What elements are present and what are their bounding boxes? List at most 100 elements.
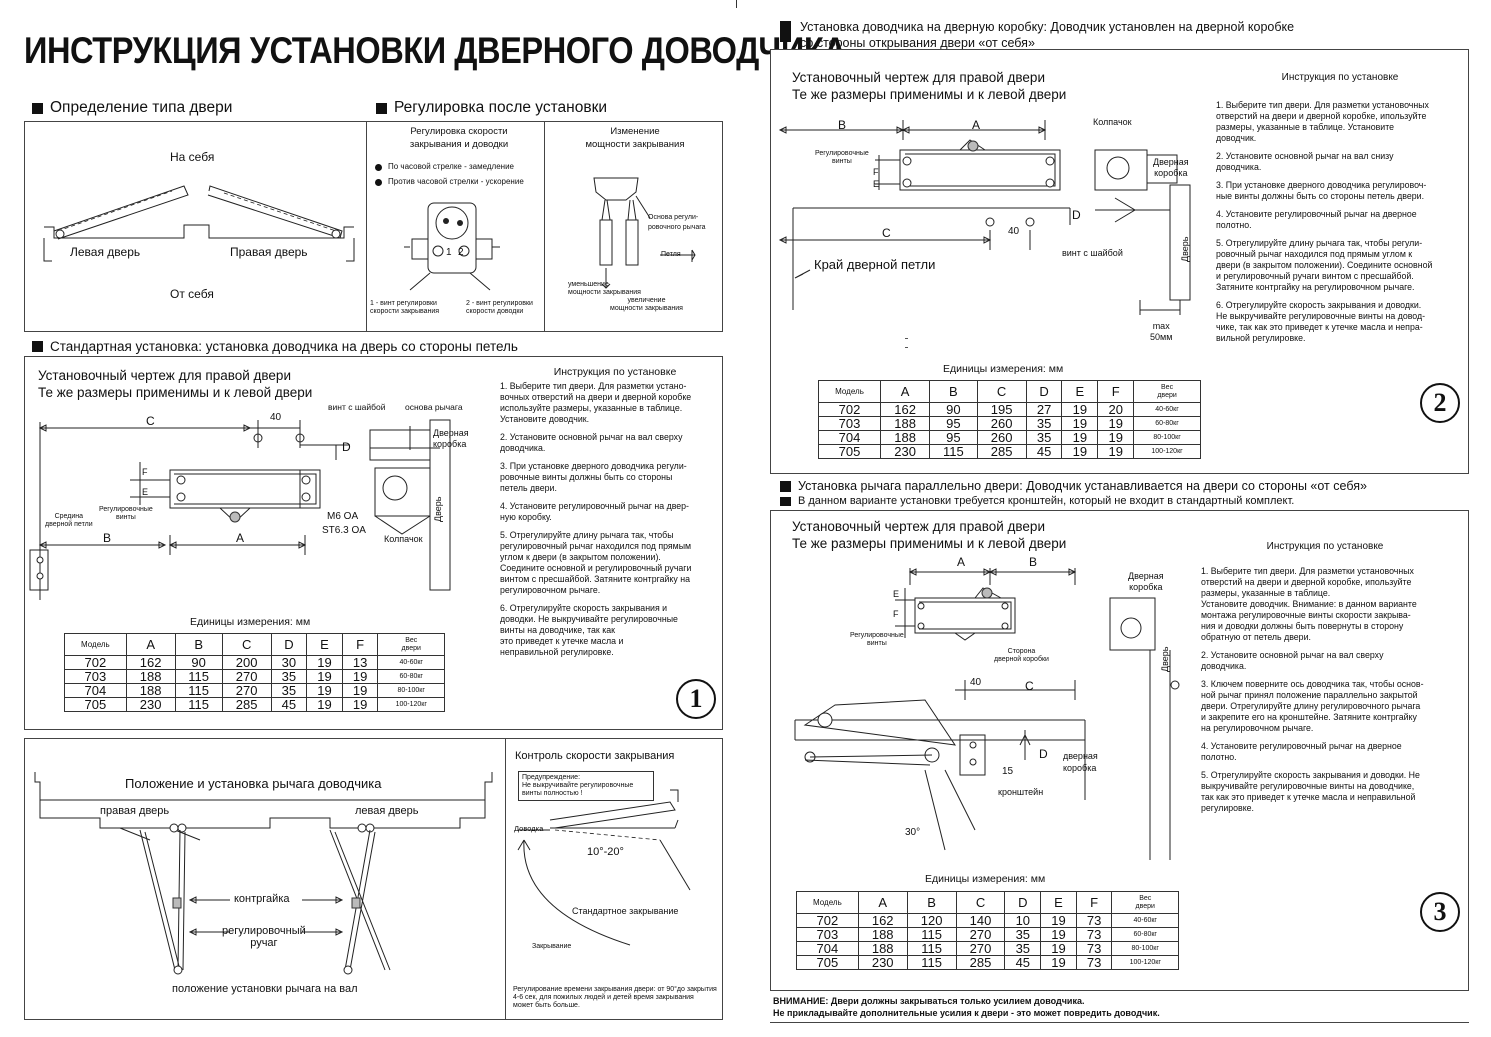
table-header-cell: Модель — [817, 380, 882, 403]
table-cell: 35 — [1004, 941, 1042, 956]
main-title: ИНСТРУКЦИЯ УСТАНОВКИ ДВЕРНОГО ДОВОДЧИКА — [24, 30, 847, 71]
valve-num-2: 2 — [458, 247, 464, 258]
table-cell: 188 — [857, 927, 908, 942]
table-header-cell: D — [1025, 380, 1063, 403]
par-frame-side: Сторона дверной коробки — [994, 648, 1049, 663]
bullet-icon — [375, 163, 382, 171]
power-title: Изменение мощности закрывания — [585, 126, 685, 150]
std-dim-a: A — [236, 531, 245, 545]
speed-adj-title: Регулировка скорости закрывания и доводк… — [409, 126, 509, 150]
table-header-cell: B — [929, 380, 978, 403]
th-a: A — [125, 633, 176, 656]
table-cell: 115 — [174, 697, 223, 712]
frame-hinge-edge: Край дверной петли — [814, 257, 936, 272]
bullet-icon — [375, 178, 382, 186]
std-st63: ST6.3 OA — [322, 525, 366, 536]
frame-dim-d: D — [1072, 208, 1081, 222]
instruction-item: 6. Отрегулируйте скорость закрывания и д… — [500, 603, 678, 657]
table-cell: 115 — [906, 927, 957, 942]
frame-door-frame: Дверная коробка — [1153, 157, 1189, 178]
par-dim-b: B — [1029, 555, 1038, 569]
section-number-3: 3 — [1420, 892, 1460, 932]
parallel-drawing-title: Установочный чертеж для правой двери Те … — [792, 519, 1067, 551]
instruction-item: 1. Выберите тип двери. Для разметки уста… — [1201, 566, 1417, 642]
par-dim-a: A — [957, 555, 966, 569]
table-cell: 90 — [929, 402, 978, 417]
table-cell: 45 — [1025, 444, 1063, 459]
speed-closing-end: Доводка — [514, 824, 544, 833]
frame-dim-f: F — [873, 167, 879, 177]
table-cell: 140 — [955, 913, 1006, 928]
std-dim-d: D — [342, 440, 351, 454]
table-cell: 35 — [270, 669, 308, 684]
parallel-drawing — [794, 568, 1180, 860]
table-cell: 285 — [221, 697, 272, 712]
ccw-item: Против часовой стрелки - ускорение — [375, 178, 524, 186]
par-dim-40: 40 — [970, 677, 982, 688]
table-cell: 703 — [796, 927, 859, 942]
th-model: Модель — [64, 633, 127, 656]
parallel-subheading: В данном варианте установки требуется кр… — [780, 495, 1294, 507]
closer-valve-diagram — [404, 202, 500, 291]
table-cell: 19 — [1040, 927, 1077, 942]
table-cell: 703 — [64, 669, 127, 684]
frame-adj-screws: Регулировочные винты — [815, 150, 869, 165]
left-door-label: Левая дверь — [70, 245, 141, 259]
std-screw-washer: винт с шайбой — [328, 402, 386, 412]
par-dim-f: F — [893, 609, 899, 619]
table-cell: 230 — [880, 444, 931, 459]
frame-max: max 50мм — [1150, 321, 1173, 342]
lever-right-door: правая дверь — [100, 805, 170, 817]
instruction-item: 4. Установите регулировочный рычаг на дв… — [1201, 741, 1402, 762]
table-cell: 188 — [880, 430, 931, 445]
table-cell: 20 — [1097, 402, 1135, 417]
std-door: Дверь — [433, 496, 443, 522]
frame-drawing — [778, 120, 1191, 315]
table-cell: 40-60кг — [1133, 402, 1201, 417]
table-header-cell: F — [1097, 380, 1135, 403]
par-units: Единицы измерения: мм — [925, 873, 1046, 885]
instruction-item: 5. Отрегулируйте длину рычага так, чтобы… — [500, 530, 692, 595]
table-cell: 702 — [817, 402, 882, 417]
par-dim-c: C — [1025, 679, 1034, 693]
par-dim-e: E — [893, 589, 900, 599]
frame-instr-title: Инструкция по установке — [1281, 72, 1399, 83]
table-cell: 162 — [880, 402, 931, 417]
std-adj-screws: Регулировочные винты — [99, 506, 153, 521]
table-cell: 270 — [221, 669, 272, 684]
table-cell: 285 — [976, 444, 1027, 459]
table-cell: 19 — [306, 697, 343, 712]
table-cell: 60-80кг — [1133, 416, 1201, 431]
speed-closing: Закрывание — [532, 943, 572, 950]
table-cell: 115 — [174, 683, 223, 698]
decrease-label: уменьшение мощности закрывания — [568, 281, 641, 296]
instruction-item: 3. Ключем поверните ось доводчика так, ч… — [1201, 679, 1424, 733]
hinge-label: Петля — [661, 251, 681, 258]
table-cell: 80-100кг — [1111, 941, 1179, 956]
std-dim-b: B — [103, 531, 112, 545]
table-cell: 80-100кг — [377, 683, 445, 698]
table-cell: 188 — [880, 416, 931, 431]
table-header-cell: B — [906, 891, 957, 914]
instruction-item: 1. Выберите тип двери. Для разметки уста… — [1216, 100, 1429, 143]
screw2-label: 2 - винт регулировки скорости доводки — [466, 300, 533, 315]
table-cell: 230 — [125, 697, 176, 712]
table-cell: 195 — [976, 402, 1027, 417]
instruction-item: 5. Отрегулируйте длину рычага так, чтобы… — [1216, 238, 1433, 292]
frame-dim-c: C — [882, 226, 891, 240]
table-cell: 90 — [174, 655, 223, 670]
instruction-item: 5. Отрегулируйте скорость закрывания и д… — [1201, 770, 1420, 813]
frame-dim-b: B — [838, 118, 847, 132]
square-icon — [780, 496, 791, 506]
par-dim-d: D — [1039, 747, 1048, 761]
table-header-cell: A — [880, 380, 931, 403]
